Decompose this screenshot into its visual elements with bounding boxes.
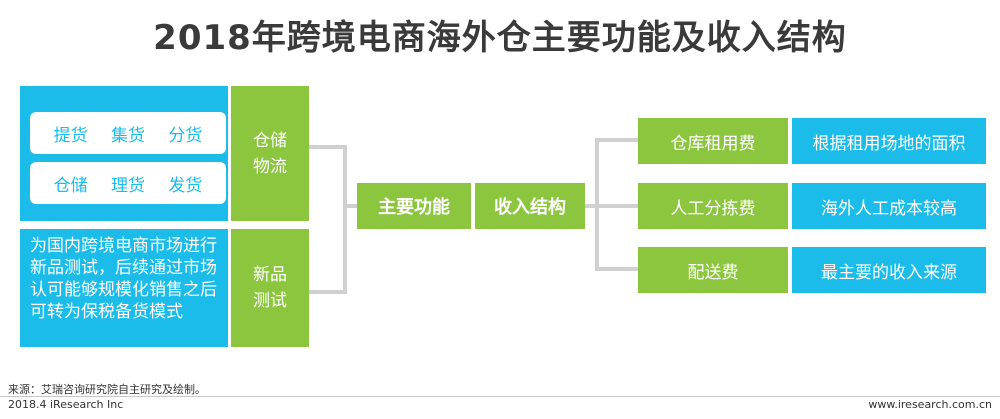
right-connector-row3 xyxy=(595,267,638,271)
warehouse-label-line2: 物流 xyxy=(253,156,287,177)
footer-copyright: 2018.4 iResearch Inc xyxy=(8,398,124,411)
pill-item-storage: 仓储 xyxy=(53,175,88,196)
footer-divider xyxy=(0,396,1000,397)
left-connector-to-center xyxy=(343,204,357,208)
pill-item-consolidate: 集货 xyxy=(110,125,145,146)
basis-warehouse-rent: 根据租用场地的面积 xyxy=(792,118,986,164)
warehouse-label-line1: 仓储 xyxy=(253,130,287,151)
left-connector-top xyxy=(309,145,347,149)
page-title: 2018年跨境电商海外仓主要功能及收入结构 xyxy=(153,18,847,58)
pill-item-ship: 发货 xyxy=(168,175,203,196)
source-note: 来源：艾瑞咨询研究院自主研究及绘制。 xyxy=(8,383,206,396)
newproduct-label-line2: 测试 xyxy=(253,291,287,311)
left-connector-vertical xyxy=(343,145,347,294)
revenue-structure-box: 收入结构 xyxy=(475,183,585,229)
right-connector-row2 xyxy=(595,204,638,208)
newproduct-label-line1: 新品 xyxy=(253,265,287,285)
pill-row-1: 提货 集货 分货 xyxy=(30,112,226,154)
pill-item-tally: 理货 xyxy=(110,175,145,196)
right-connector-from-center xyxy=(585,204,599,208)
fee-warehouse-rent: 仓库租用费 xyxy=(638,118,788,164)
left-connector-bottom xyxy=(309,290,347,294)
warehouse-logistics-label: 仓储 物流 xyxy=(231,86,309,221)
new-product-test-label: 新品 测试 xyxy=(231,229,309,347)
pill-row-2: 仓储 理货 发货 xyxy=(30,162,226,204)
pill-item-sort: 分货 xyxy=(168,125,203,146)
basis-manual-sorting: 海外人工成本较高 xyxy=(792,183,986,229)
right-connector-row1 xyxy=(595,138,638,142)
main-function-box: 主要功能 xyxy=(357,183,471,229)
fee-manual-sorting: 人工分拣费 xyxy=(638,183,788,229)
new-product-description: 为国内跨境电商市场进行新品测试，后续通过市场认可能够规模化销售之后可转为保税备货… xyxy=(20,229,228,347)
footer-website: www.iresearch.com.cn xyxy=(868,398,992,411)
basis-delivery: 最主要的收入来源 xyxy=(792,247,986,293)
fee-delivery: 配送费 xyxy=(638,247,788,293)
pill-item-pickup: 提货 xyxy=(53,125,88,146)
